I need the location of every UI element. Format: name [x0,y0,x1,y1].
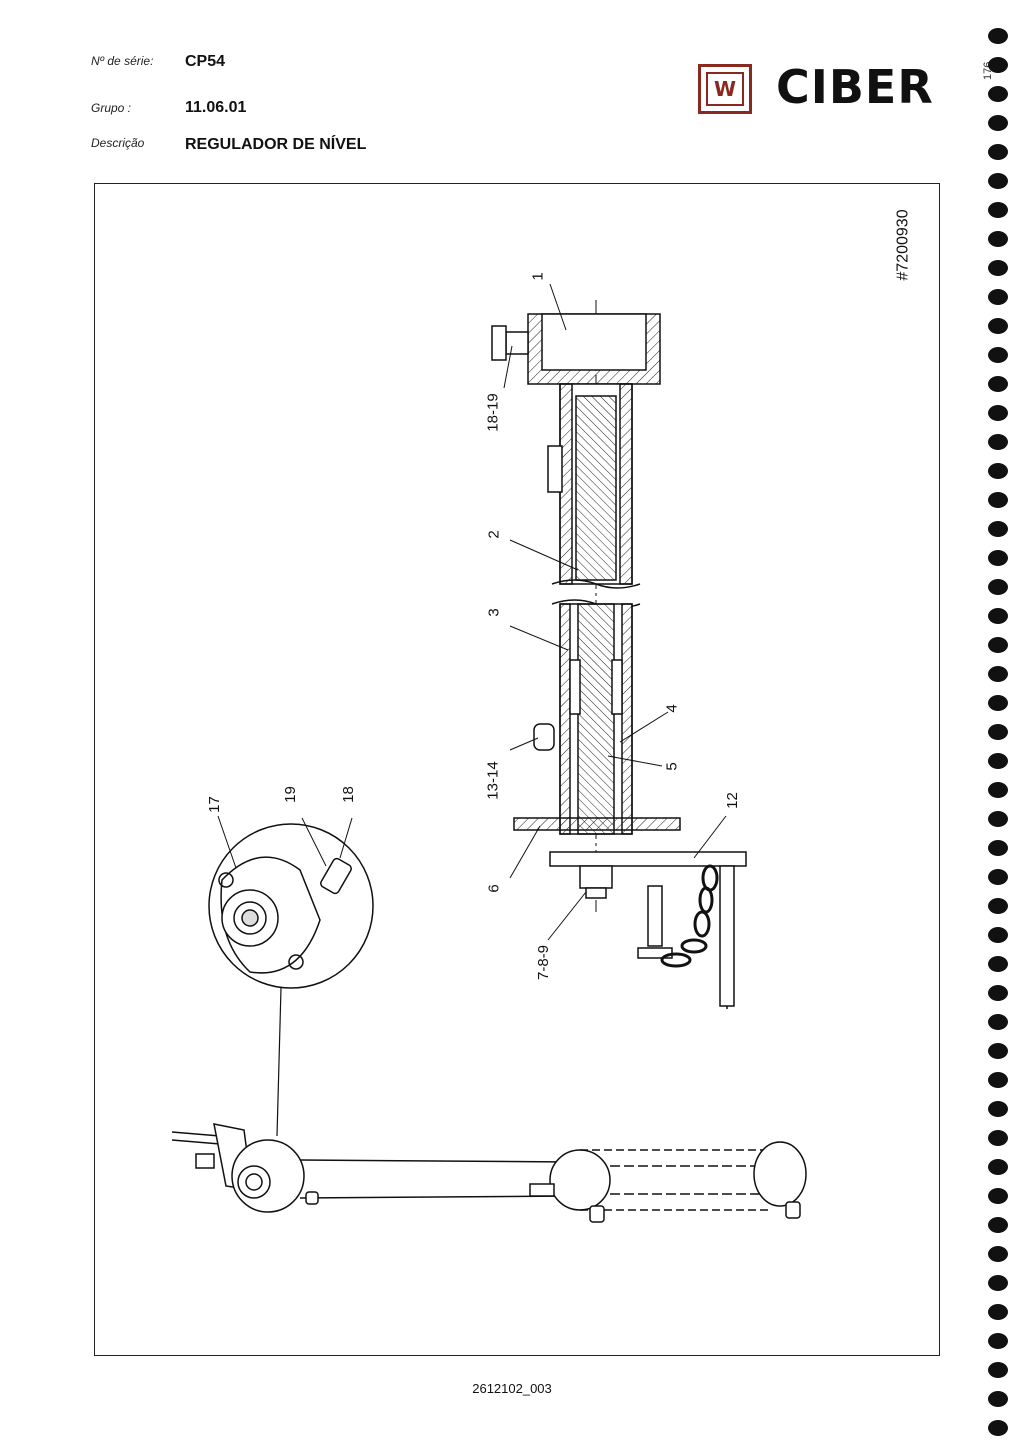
binder-hole [988,492,1008,508]
binder-hole [988,724,1008,740]
grupo-label: Grupo : [91,101,132,115]
binder-hole [988,115,1008,131]
binder-hole [988,985,1008,1001]
part-label-17: 17 [205,796,223,813]
binder-hole [988,1217,1008,1233]
drawing-reference: #7200930 [894,209,912,281]
part-label-19: 19 [281,786,299,803]
descricao-label: Descrição [91,136,145,150]
binder-hole [988,1130,1008,1146]
binder-hole [988,869,1008,885]
ciber-logo-text: CIBER [776,60,934,114]
binder-hole [988,463,1008,479]
binder-hole [988,144,1008,160]
binder-hole [988,318,1008,334]
binder-hole [988,376,1008,392]
binder-hole [988,1043,1008,1059]
binder-hole [988,434,1008,450]
detail-view [208,815,374,1137]
binder-hole [988,1391,1008,1407]
binder-hole [988,1420,1008,1436]
binder-hole [988,86,1008,102]
part-label-18-19: 18-19 [484,393,502,432]
binder-hole [988,637,1008,653]
ciber-logo-mark: W [698,64,752,114]
binder-hole [988,57,1008,73]
grupo-value: 11.06.01 [185,99,247,116]
binder-hole [988,898,1008,914]
binder-hole [988,927,1008,943]
binder-hole [988,405,1008,421]
binder-hole [988,811,1008,827]
binder-hole [988,608,1008,624]
section-view [491,283,747,1012]
part-label-18: 18 [339,786,357,803]
isometric-assembly [171,1123,807,1223]
document-code: 2612102_003 [472,1381,552,1396]
part-label-4: 4 [663,704,681,713]
binder-hole [988,1333,1008,1349]
part-label-13-14: 13-14 [484,761,502,800]
binder-hole [988,753,1008,769]
binder-hole [988,782,1008,798]
drawing-frame [94,183,940,1356]
binder-hole [988,347,1008,363]
binder-hole [988,840,1008,856]
binder-hole [988,1304,1008,1320]
part-label-1: 1 [529,272,547,281]
binder-hole [988,28,1008,44]
part-label-5: 5 [663,762,681,771]
binder-hole [988,1159,1008,1175]
binder-hole [988,521,1008,537]
binder-hole [988,1362,1008,1378]
serie-value: CP54 [185,53,226,70]
serie-label: Nº de série: [91,54,154,68]
logo-mark-letter: W [706,72,744,106]
binder-hole [988,289,1008,305]
part-label-6: 6 [485,884,503,893]
binder-hole [988,695,1008,711]
binder-hole [988,579,1008,595]
descricao-value: REGULADOR DE NÍVEL [185,136,367,153]
binder-hole [988,1101,1008,1117]
binder-hole [988,550,1008,566]
part-label-2: 2 [485,530,503,539]
binder-hole [988,231,1008,247]
binder-hole [988,1275,1008,1291]
binder-hole [988,1246,1008,1262]
binder-hole [988,202,1008,218]
binder-hole [988,956,1008,972]
part-label-12: 12 [723,792,741,809]
binder-hole [988,666,1008,682]
part-label-7-8-9: 7-8-9 [535,944,553,981]
binder-hole [988,173,1008,189]
binder-hole [988,1014,1008,1030]
part-label-3: 3 [485,608,503,617]
binder-hole [988,1072,1008,1088]
binder-hole [988,260,1008,276]
binder-hole [988,1188,1008,1204]
